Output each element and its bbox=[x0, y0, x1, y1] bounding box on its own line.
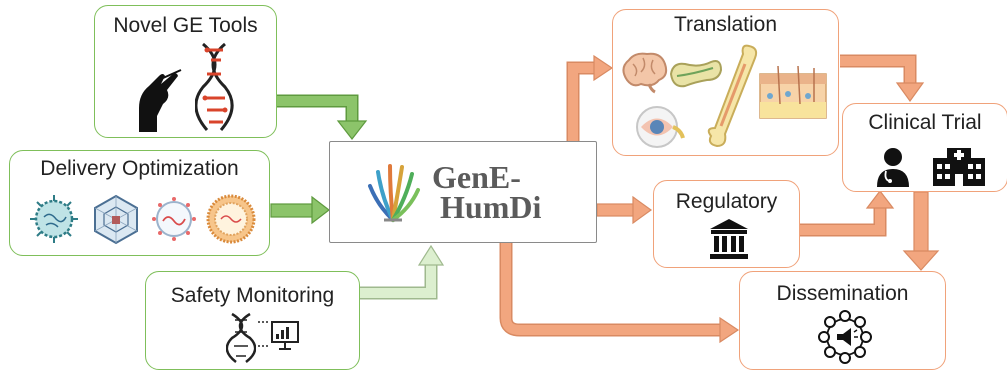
novel-ge-tools-box: Novel GE Tools bbox=[94, 5, 277, 138]
clinical-trial-label: Clinical Trial bbox=[868, 111, 982, 134]
gloved-hand-icon bbox=[139, 69, 182, 132]
arrow-regulatory-to-clinical bbox=[800, 190, 895, 237]
arrow-translation-to-clinical bbox=[840, 54, 925, 103]
arrow-delivery-to-genehumdi bbox=[270, 195, 330, 225]
novel-ge-tools-label: Novel GE Tools bbox=[113, 14, 258, 37]
dna-helix-icon bbox=[195, 42, 234, 131]
doctor-icon bbox=[877, 148, 909, 187]
delivery-optimization-box: Delivery Optimization bbox=[9, 150, 270, 256]
regulatory-box: Regulatory bbox=[653, 180, 800, 268]
courthouse-icon bbox=[710, 219, 748, 259]
genehumdi-box: GenE- HumDi bbox=[329, 141, 597, 243]
genehumdi-logo-line2: HumDi bbox=[440, 189, 542, 225]
nanoparticle-icon bbox=[152, 197, 196, 241]
bone-icon bbox=[707, 44, 758, 148]
brain-icon bbox=[622, 52, 668, 94]
delivery-optimization-label: Delivery Optimization bbox=[40, 157, 239, 180]
capsid-icon bbox=[94, 194, 138, 245]
clinical-trial-box: Clinical Trial bbox=[842, 103, 1007, 192]
translation-label: Translation bbox=[673, 13, 778, 36]
dissemination-box: Dissemination bbox=[739, 271, 946, 370]
hospital-icon bbox=[933, 148, 985, 186]
virus-particle-icon bbox=[30, 195, 78, 243]
monitor-chart-icon bbox=[258, 321, 299, 350]
genehumdi-logo-line1: GenE- bbox=[432, 159, 521, 195]
network-megaphone-icon bbox=[818, 310, 872, 364]
pancreas-icon bbox=[669, 60, 723, 88]
genehumdi-logo-tree-icon bbox=[368, 164, 420, 222]
eye-icon bbox=[636, 106, 685, 148]
arrow-safety-to-genehumdi bbox=[360, 244, 445, 300]
arrow-genehumdi-to-dissemination bbox=[499, 243, 740, 344]
dissemination-label: Dissemination bbox=[776, 282, 909, 305]
safety-monitoring-label: Safety Monitoring bbox=[170, 284, 335, 307]
arrow-clinical-to-dissemination bbox=[902, 191, 940, 271]
safety-monitoring-box: Safety Monitoring bbox=[145, 271, 360, 370]
arrow-genehumdi-to-regulatory bbox=[596, 195, 653, 225]
translation-box: Translation bbox=[612, 9, 839, 156]
arrow-genehumdi-to-translation bbox=[566, 54, 614, 142]
arrow-novel-to-genehumdi bbox=[276, 94, 368, 140]
dna-icon bbox=[226, 312, 256, 363]
skin-icon bbox=[759, 65, 827, 119]
liposome-icon bbox=[206, 194, 256, 244]
regulatory-label: Regulatory bbox=[675, 190, 778, 213]
